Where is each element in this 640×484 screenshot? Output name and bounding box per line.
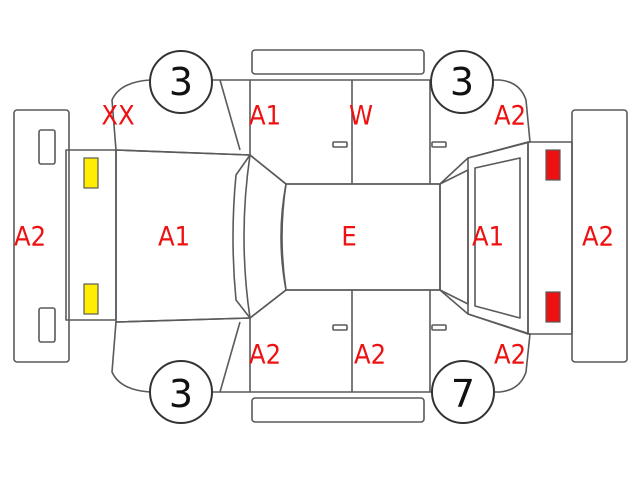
wheel-front-right xyxy=(149,360,213,424)
front-windshield xyxy=(243,154,287,319)
bottom-side-body xyxy=(111,289,531,393)
front-bumper-outline xyxy=(13,109,70,363)
label-front-bumper: A2 xyxy=(13,221,47,253)
wheel-rear-left xyxy=(430,50,494,114)
roof-outline xyxy=(280,183,441,291)
label-front-door-right: A2 xyxy=(248,339,282,371)
bottom-side-strip xyxy=(251,397,425,423)
label-rear-fender-left: A2 xyxy=(493,100,527,132)
wheel-rear-right-number: 7 xyxy=(450,372,476,416)
label-rear-fender-right: A2 xyxy=(493,339,527,371)
trunk-outline xyxy=(467,141,529,335)
label-trunk: A1 xyxy=(471,221,505,253)
rear-window xyxy=(439,169,469,305)
front-bumper-slot-bottom xyxy=(38,307,56,343)
headlight-top xyxy=(83,157,99,189)
label-hood: A1 xyxy=(157,221,191,253)
label-rear-door-left: W xyxy=(348,100,374,132)
trunk-inner xyxy=(474,157,521,319)
wheel-front-left-number: 3 xyxy=(168,60,194,104)
label-front-door-left: A1 xyxy=(248,100,282,132)
top-side-body xyxy=(111,79,531,185)
wheel-rear-left-number: 3 xyxy=(449,60,475,104)
top-side-strip xyxy=(251,49,425,75)
taillight-top xyxy=(545,149,561,181)
wheel-front-left xyxy=(149,50,213,114)
label-rear-door-right: A2 xyxy=(353,339,387,371)
label-rear-bumper: A2 xyxy=(581,221,615,253)
label-roof: E xyxy=(341,221,357,253)
wheel-front-right-number: 3 xyxy=(168,372,194,416)
headlight-bottom xyxy=(83,283,99,315)
taillight-bottom xyxy=(545,291,561,323)
wheel-rear-right xyxy=(431,360,495,424)
label-front-left-fender: XX xyxy=(101,100,135,132)
front-bumper-slot-top xyxy=(38,129,56,165)
hood-outline xyxy=(115,149,251,323)
